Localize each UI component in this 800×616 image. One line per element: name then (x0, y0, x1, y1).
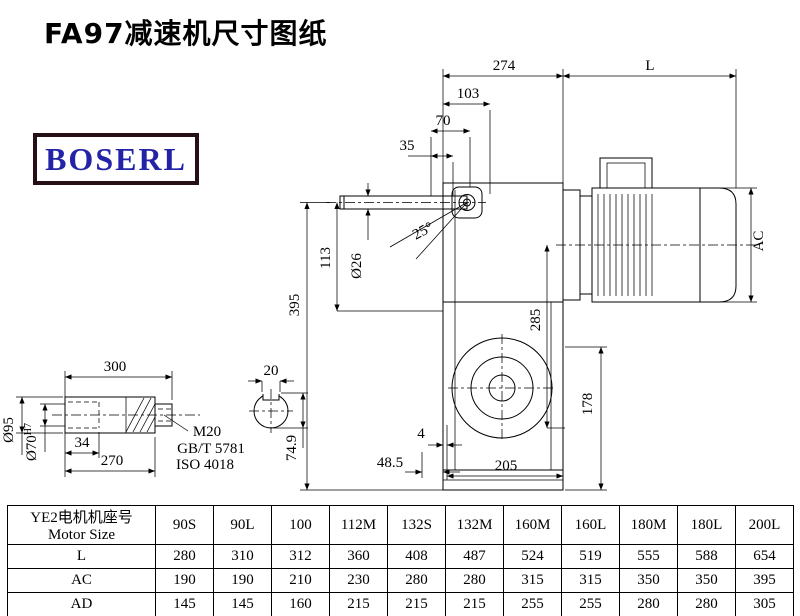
dim-label-35: 35 (400, 138, 415, 154)
value-cell: 280 (619, 592, 678, 616)
value-cell: 315 (561, 568, 620, 593)
size-cell: 180L (677, 505, 736, 545)
value-cell: 555 (619, 544, 678, 569)
row-label: L (7, 544, 156, 569)
size-cell: 200L (735, 505, 794, 545)
dim-label-270: 270 (101, 453, 124, 469)
motor-size-cn: YE2电机机座号 (30, 510, 133, 526)
boserl-logo: BOSERL (33, 133, 199, 185)
value-cell: 408 (387, 544, 446, 569)
gearbox-housing (442, 182, 564, 491)
value-cell: 395 (735, 568, 794, 593)
value-cell: 190 (213, 568, 272, 593)
size-cell: 160M (503, 505, 562, 545)
size-cell: 100 (271, 505, 330, 545)
motor-size-en: Motor Size (47, 527, 116, 543)
value-cell: 360 (329, 544, 388, 569)
label-m20: M20 (193, 424, 221, 440)
value-cell: 588 (677, 544, 736, 569)
size-cell: 132S (387, 505, 446, 545)
dim-label-70: 70 (436, 113, 451, 129)
dim-label-dia26: Ø26 (349, 253, 365, 279)
page-title: FA97减速机尺寸图纸 (44, 17, 328, 50)
size-cell: 180M (619, 505, 678, 545)
row-label: AC (7, 568, 156, 593)
value-cell: 305 (735, 592, 794, 616)
value-cell: 280 (155, 544, 214, 569)
dim-label-AC: AC (751, 231, 767, 252)
size-cell: 90S (155, 505, 214, 545)
size-cell: 132M (445, 505, 504, 545)
motor-fins (597, 194, 653, 296)
dim-label-34: 34 (75, 435, 91, 451)
output-bore-circles (448, 334, 556, 442)
value-cell: 145 (213, 592, 272, 616)
dim-label-274: 274 (493, 58, 516, 74)
table-header-row: YE2电机机座号 Motor Size 90S 90L 100 112M 132… (7, 505, 794, 545)
table-row-AD: AD 145 145 160 215 215 215 255 255 280 2… (7, 592, 794, 616)
value-cell: 312 (271, 544, 330, 569)
value-cell: 215 (445, 592, 504, 616)
value-cell: 654 (735, 544, 794, 569)
row-label: AD (7, 592, 156, 616)
value-cell: 215 (329, 592, 388, 616)
value-cell: 215 (387, 592, 446, 616)
dim-label-178: 178 (580, 393, 596, 416)
dim-label-L: L (645, 58, 654, 74)
dim-label-48-5: 48.5 (377, 455, 403, 471)
dim-label-dia70h7: Ø70H7 (23, 423, 40, 461)
value-cell: 350 (677, 568, 736, 593)
motor-dimension-table: YE2电机机座号 Motor Size 90S 90L 100 112M 132… (7, 505, 794, 616)
table-row-L: L 280 310 312 360 408 487 524 519 555 58… (7, 544, 794, 569)
dim-label-25deg: 25° (410, 219, 436, 243)
dim-label-300: 300 (104, 359, 127, 375)
shaft-section-view (248, 378, 308, 448)
size-cell: 160L (561, 505, 620, 545)
value-cell: 255 (503, 592, 562, 616)
dim-label-74-9: 74.9 (284, 435, 300, 461)
motor (556, 157, 760, 303)
table-row-AC: AC 190 190 210 230 280 280 315 315 350 3… (7, 568, 794, 593)
label-gbt5781: GB/T 5781 (177, 441, 245, 457)
shaft-detail-view (16, 371, 200, 477)
value-cell: 280 (445, 568, 504, 593)
value-cell: 280 (677, 592, 736, 616)
motor-size-header-cell: YE2电机机座号 Motor Size (7, 505, 156, 545)
value-cell: 190 (155, 568, 214, 593)
dim-label-4: 4 (417, 426, 425, 442)
value-cell: 350 (619, 568, 678, 593)
label-iso4018: ISO 4018 (176, 457, 234, 473)
value-cell: 310 (213, 544, 272, 569)
input-shaft (326, 186, 486, 260)
value-cell: 524 (503, 544, 562, 569)
value-cell: 160 (271, 592, 330, 616)
dim-label-205: 205 (495, 458, 518, 474)
value-cell: 315 (503, 568, 562, 593)
terminal-box (599, 157, 653, 189)
main-view (300, 69, 760, 491)
dim-label-113: 113 (318, 247, 334, 269)
value-cell: 519 (561, 544, 620, 569)
dim-label-395: 395 (287, 294, 303, 317)
value-cell: 145 (155, 592, 214, 616)
value-cell: 280 (387, 568, 446, 593)
dimensions-main (300, 69, 757, 491)
value-cell: 487 (445, 544, 504, 569)
value-cell: 230 (329, 568, 388, 593)
dim-label-dia95: Ø95 (1, 417, 17, 443)
size-cell: 112M (329, 505, 388, 545)
dim-label-103: 103 (457, 86, 480, 102)
dim-label-285: 285 (528, 309, 544, 332)
dim-label-20: 20 (264, 363, 279, 379)
logo-text: BOSERL (45, 140, 187, 177)
value-cell: 210 (271, 568, 330, 593)
value-cell: 255 (561, 592, 620, 616)
size-cell: 90L (213, 505, 272, 545)
dimension-labels: 274 L 103 70 35 25° 395 113 Ø26 285 AC 1… (1, 58, 767, 474)
